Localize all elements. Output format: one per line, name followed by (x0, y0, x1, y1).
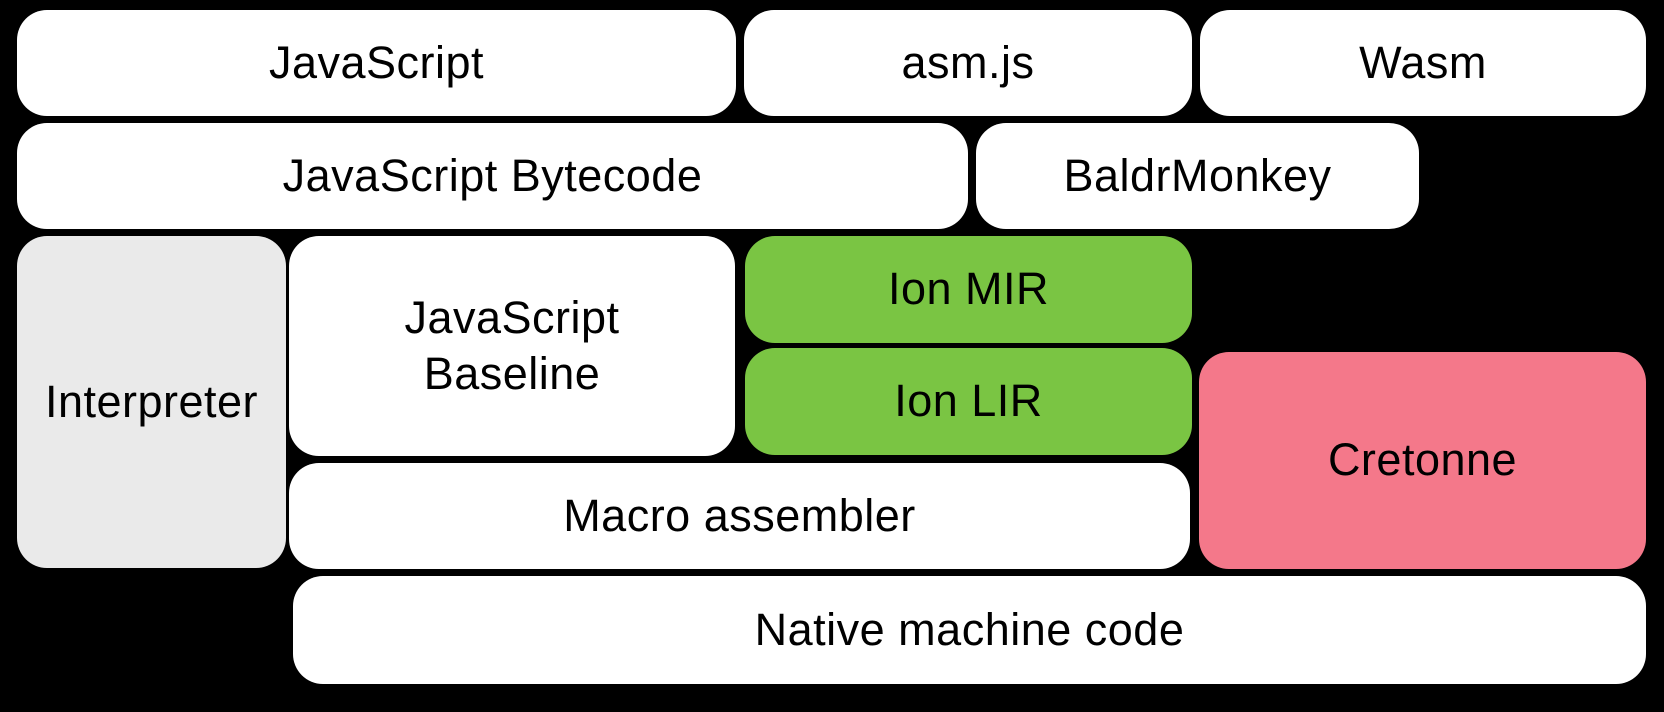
node-asmjs-label: asm.js (901, 36, 1035, 88)
node-native-machine-code-label: Native machine code (754, 603, 1185, 655)
node-cretonne: Cretonne (1199, 352, 1646, 569)
node-javascript-bytecode-label: JavaScript Bytecode (282, 149, 703, 201)
node-asmjs: asm.js (744, 10, 1192, 116)
node-macro-assembler-label: Macro assembler (563, 489, 916, 541)
node-javascript-baseline-label: JavaScript Baseline (404, 291, 620, 399)
node-interpreter: Interpreter (17, 236, 286, 568)
node-ion-lir-label: Ion LIR (894, 375, 1043, 427)
node-ion-mir: Ion MIR (745, 236, 1192, 343)
node-macro-assembler: Macro assembler (289, 463, 1190, 569)
node-javascript-baseline: JavaScript Baseline (289, 236, 735, 456)
node-javascript-label: JavaScript (268, 36, 485, 88)
node-javascript: JavaScript (17, 10, 736, 116)
node-ion-lir: Ion LIR (745, 348, 1192, 455)
node-ion-mir-label: Ion MIR (887, 263, 1050, 315)
node-interpreter-label: Interpreter (44, 375, 259, 427)
node-native-machine-code: Native machine code (293, 576, 1646, 684)
node-wasm: Wasm (1200, 10, 1646, 116)
node-wasm-label: Wasm (1359, 36, 1487, 88)
node-baldrmonkey-label: BaldrMonkey (1063, 149, 1332, 201)
node-cretonne-label: Cretonne (1327, 434, 1518, 486)
node-baldrmonkey: BaldrMonkey (976, 123, 1419, 229)
node-javascript-bytecode: JavaScript Bytecode (17, 123, 968, 229)
